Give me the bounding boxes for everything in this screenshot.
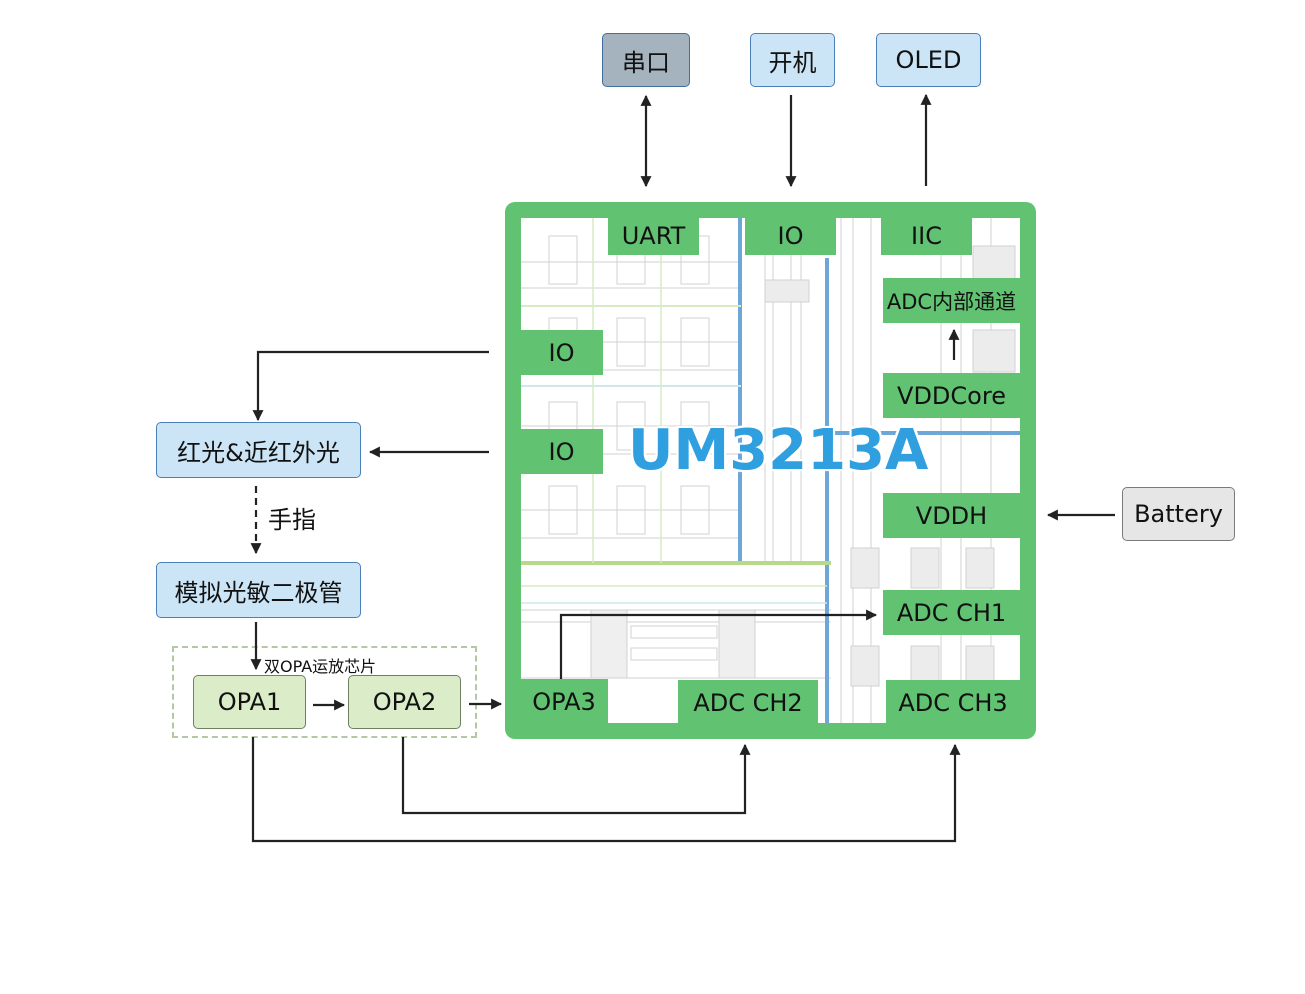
- dual-opa-chip-group: [172, 646, 477, 738]
- power-on-label: 开机: [768, 48, 817, 77]
- battery-box: Battery: [1122, 487, 1235, 541]
- light-source-box: 红光&近红外光: [156, 422, 361, 478]
- serial-port-label: 串口: [622, 48, 670, 77]
- die-layout-pattern: [521, 218, 1020, 723]
- pad-uart: UART: [608, 216, 699, 255]
- dual-opa-group-label: 双OPA运放芯片: [264, 657, 377, 676]
- pad-io-left-2: IO: [520, 429, 603, 474]
- pad-adc-internal-label: ADC内部通道: [886, 289, 1017, 314]
- pad-io-left-1-label: IO: [548, 338, 575, 367]
- pad-adc-ch1: ADC CH1: [883, 590, 1020, 635]
- opa1-label: OPA1: [217, 688, 282, 716]
- pad-vddcore-label: VDDCore: [897, 381, 1006, 410]
- oled-box: OLED: [876, 33, 981, 87]
- pad-iic: IIC: [881, 216, 972, 255]
- pad-opa3: OPA3: [520, 679, 608, 724]
- pad-adc-internal: ADC内部通道: [883, 278, 1020, 323]
- pad-uart-label: UART: [621, 221, 686, 250]
- pad-iic-label: IIC: [911, 221, 942, 250]
- pad-adc-ch3: ADC CH3: [886, 680, 1020, 725]
- photodiode-box: 模拟光敏二极管: [156, 562, 361, 618]
- chip-name: UM3213A: [628, 418, 929, 483]
- pad-io-left-1: IO: [520, 330, 603, 375]
- finger-label: 手指: [268, 506, 316, 534]
- power-on-box: 开机: [750, 33, 835, 87]
- opa2-box: OPA2: [348, 675, 461, 729]
- oled-label: OLED: [895, 46, 962, 74]
- battery-label: Battery: [1134, 500, 1223, 528]
- pad-opa3-label: OPA3: [532, 687, 596, 716]
- serial-port-box: 串口: [602, 33, 690, 87]
- opa1-box: OPA1: [193, 675, 306, 729]
- pad-io-top: IO: [745, 216, 836, 255]
- arrow-io1-to-light: [252, 350, 489, 422]
- arrow-opa2-adc-ch2: [401, 737, 751, 815]
- light-source-label: 红光&近红外光: [177, 438, 340, 467]
- pad-vddh: VDDH: [883, 493, 1020, 538]
- pad-adc-ch2-label: ADC CH2: [693, 688, 803, 717]
- pad-adc-ch3-label: ADC CH3: [898, 688, 1008, 717]
- arrow-opa3-adc-ch1: [559, 609, 878, 679]
- pad-io-top-label: IO: [777, 221, 804, 250]
- opa2-label: OPA2: [372, 688, 437, 716]
- pad-adc-ch1-label: ADC CH1: [896, 598, 1007, 627]
- pad-io-left-2-label: IO: [548, 437, 575, 466]
- arrow-opa1-adc-ch3: [251, 737, 961, 843]
- pad-adc-ch2: ADC CH2: [678, 680, 818, 725]
- pad-vddh-label: VDDH: [915, 501, 988, 530]
- photodiode-label: 模拟光敏二极管: [174, 578, 343, 607]
- pad-vddcore: VDDCore: [883, 373, 1020, 418]
